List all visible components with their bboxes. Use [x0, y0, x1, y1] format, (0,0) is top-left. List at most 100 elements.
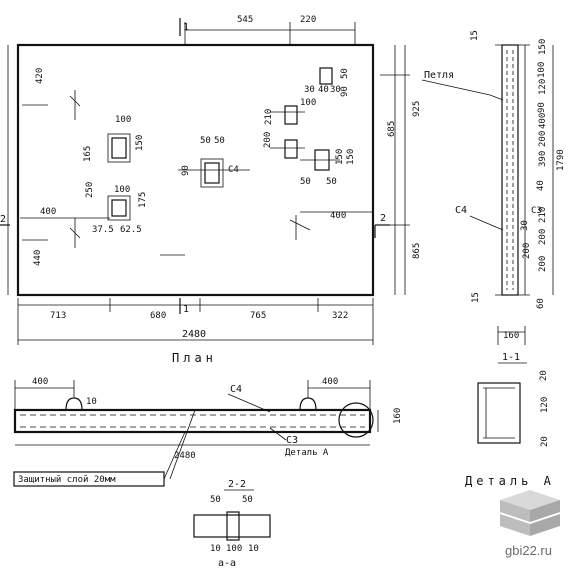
section-2-2-bottom-a: 10	[210, 544, 221, 554]
detail-a-callout	[338, 402, 374, 438]
opening-4-dim-210: 210	[264, 109, 274, 125]
opening-1-height: 150	[135, 135, 145, 151]
side-dim-7: 40	[536, 180, 546, 191]
opening-2-offset-a: 37.5	[92, 225, 114, 235]
front-dim-10: 10	[86, 397, 97, 407]
detail-a: 20 120 20 Деталь А	[465, 370, 555, 488]
section-2-2-dim-a: 50	[210, 495, 221, 505]
side-dim-11: 200	[522, 243, 532, 259]
opening-4-dim-200: 200	[263, 132, 273, 148]
opening-4-dim-150: 150	[335, 149, 345, 165]
side-dim-4: 400	[538, 113, 548, 129]
opening-upper-right-b	[284, 139, 298, 159]
side-dim-12: 200	[538, 256, 548, 272]
section-2-2-body	[193, 514, 271, 538]
right-dim-685: 685	[387, 121, 397, 137]
side-dim-1: 100	[537, 62, 547, 78]
detail-a-dim-top: 20	[539, 370, 549, 381]
left-dim-165: 165	[83, 146, 93, 162]
watermark-text: gbi22.ru	[505, 543, 552, 558]
overall-length: 2480	[182, 329, 206, 340]
section-mark-left: 2	[0, 214, 6, 225]
opening-5-dim-90: 90	[340, 86, 350, 97]
side-dim-6: 390	[538, 151, 548, 167]
right-dim-925: 925	[412, 101, 422, 117]
section-mark-top: 1	[183, 22, 189, 33]
bottom-dim-713: 713	[50, 311, 66, 321]
side-dim-13: 60	[536, 298, 546, 309]
section-2-2-bottom-c: 10	[248, 544, 259, 554]
opening-5-dim-30b: 30	[330, 85, 341, 95]
opening-5-dim-40: 40	[318, 85, 329, 95]
section-mark-bottom: 1	[183, 304, 189, 315]
watermark-logo: gbi22.ru	[500, 490, 560, 558]
opening-5-dim-30: 30	[304, 85, 315, 95]
opening-5-dim-50: 50	[340, 68, 350, 79]
section-2-2-bottom-b: 100	[226, 544, 242, 554]
left-dim-250: 250	[85, 182, 95, 198]
plan-view: 545 220 1 420 165 250 440 2 2 400 400 10…	[0, 15, 422, 365]
side-dim-5: 200	[538, 131, 548, 147]
opening-4-dim-50b: 50	[326, 177, 337, 187]
opening-3-dim-a: 50	[200, 136, 211, 146]
inner-dim-400-right: 400	[330, 211, 346, 221]
lifting-loop-right	[299, 397, 317, 411]
front-detail-label: Деталь А	[285, 448, 329, 458]
detail-a-body	[477, 382, 521, 444]
opening-center	[204, 162, 220, 184]
opening-3-dim-b: 50	[214, 136, 225, 146]
opening-3-side: 90	[181, 165, 191, 176]
front-c3-label: С3	[286, 435, 298, 446]
opening-top-right	[319, 67, 333, 85]
opening-4-dim-150b: 150	[346, 149, 356, 165]
side-dim-8: 210	[538, 207, 548, 223]
opening-2-offset-b: 62.5	[120, 225, 142, 235]
cover-label: Защитный слой 20мм	[18, 475, 116, 485]
side-top-mark: 15	[470, 30, 480, 41]
section-2-2-dim-b: 50	[242, 495, 253, 505]
opening-4-dim-100: 100	[300, 98, 316, 108]
front-length: 2480	[174, 451, 196, 461]
top-dim-545: 545	[237, 15, 253, 25]
front-height: 160	[393, 408, 403, 424]
plan-title: План	[172, 351, 217, 365]
side-dim-3: 90	[537, 102, 547, 113]
bottom-dim-765: 765	[250, 311, 266, 321]
section-1-1-label: 1-1	[502, 352, 520, 363]
opening-1-width: 100	[115, 115, 131, 125]
detail-a-dim-mid: 120	[540, 397, 550, 413]
detail-a-dim-bottom: 20	[540, 436, 550, 447]
front-dim-left: 400	[32, 377, 48, 387]
bottom-dim-322: 322	[332, 311, 348, 321]
lifting-loop-left	[65, 397, 83, 411]
opening-upper-right-a	[284, 105, 298, 125]
section-2-2-sublabel: а-а	[218, 558, 236, 569]
front-view: 400 400 10 С4 С3 Деталь А 160 2480 Защит…	[13, 377, 403, 487]
opening-lower-left	[111, 199, 127, 217]
side-c3-label: С3	[531, 206, 542, 216]
opening-upper-left	[111, 137, 127, 159]
front-view-outline	[13, 408, 372, 434]
side-overall: 1790	[556, 149, 566, 171]
side-dim-0: 150	[538, 39, 548, 55]
side-dim-10: 200	[538, 229, 548, 245]
detail-a-label: Деталь А	[465, 474, 555, 488]
left-dim-420: 420	[35, 68, 45, 84]
front-dim-right: 400	[322, 377, 338, 387]
section-1-1-width: 160	[503, 331, 519, 341]
section-1-1: 160 1-1	[497, 326, 527, 364]
section-2-2-opening	[226, 511, 240, 541]
side-view: 15 15 Петля С4 С3 150 100 120 90 400 200…	[421, 30, 566, 309]
side-view-outline	[501, 44, 519, 296]
opening-2-height: 175	[138, 192, 148, 208]
section-2-2: 2-2 50 50 10 100 10 а-а	[193, 479, 271, 569]
opening-4-dim-50a: 50	[300, 177, 311, 187]
left-dim-440: 440	[33, 250, 43, 266]
inner-dim-400-left: 400	[40, 207, 56, 217]
section-2-2-label: 2-2	[228, 479, 246, 490]
side-c4-label: С4	[455, 205, 467, 216]
bottom-dim-680: 680	[150, 311, 166, 321]
front-c4-label: С4	[230, 384, 242, 395]
side-bottom-mark: 15	[471, 292, 481, 303]
